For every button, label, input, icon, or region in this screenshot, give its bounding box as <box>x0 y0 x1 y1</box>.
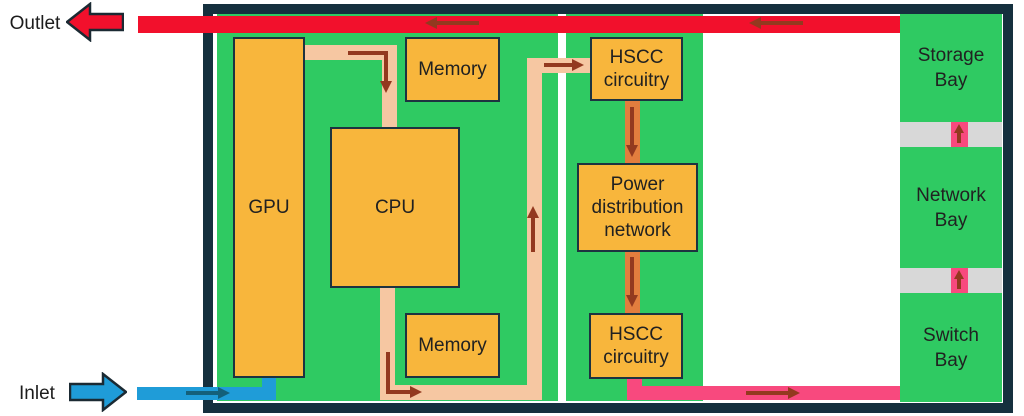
inlet-block-arrow-icon <box>69 372 127 412</box>
outlet-label: Outlet <box>9 13 61 34</box>
cpu-box: CPU <box>330 127 460 288</box>
arrow-down-icon <box>626 295 638 307</box>
arrow-down-icon <box>626 145 638 157</box>
gpu-label: GPU <box>248 197 290 218</box>
arrow-shaft <box>384 51 388 83</box>
storage-bay-label: Storage Bay <box>917 45 985 91</box>
arrow-shaft <box>386 352 390 392</box>
arrow-shaft <box>957 277 961 289</box>
arrow-down-icon <box>380 81 392 93</box>
arrow-shaft <box>348 51 388 55</box>
inlet-label: Inlet <box>19 383 55 404</box>
arrow-shaft <box>957 131 961 143</box>
arrow-right-icon <box>410 386 422 398</box>
arrow-shaft <box>761 21 803 25</box>
arrow-shaft <box>531 217 535 252</box>
arrow-shaft <box>544 63 574 67</box>
inlet-cold-pipe-stub <box>262 378 276 400</box>
gpu-box: GPU <box>233 37 305 378</box>
arrow-right-icon <box>572 59 584 71</box>
arrow-shaft <box>186 391 220 395</box>
hscc-bottom-label: HSCC circuitry <box>603 324 669 368</box>
arrow-shaft <box>630 257 634 297</box>
bay-column-panel <box>900 14 1002 402</box>
arrow-right-icon <box>218 387 230 399</box>
arrow-shaft <box>746 391 790 395</box>
arrow-shaft <box>386 390 412 394</box>
arrow-up-icon <box>954 270 964 279</box>
outlet-hot-pipe <box>138 16 900 33</box>
arrow-up-icon <box>954 124 964 133</box>
memory-bottom-box: Memory <box>405 313 500 378</box>
arrow-shaft <box>630 107 634 147</box>
arrow-left-icon <box>425 17 437 29</box>
network-bay: Network Bay <box>900 147 1002 268</box>
network-bay-label: Network Bay <box>916 184 986 231</box>
hscc-circuitry-top-box: HSCC circuitry <box>590 37 683 101</box>
hscc-circuitry-bottom-box: HSCC circuitry <box>589 313 683 379</box>
hscc-top-label: HSCC circuitry <box>603 47 670 91</box>
power-distribution-network-box: Power distribution network <box>577 163 698 252</box>
arrow-left-icon <box>749 17 761 29</box>
storage-bay: Storage Bay <box>900 14 1002 122</box>
switch-bay: Switch Bay <box>900 293 1002 402</box>
arrow-shaft <box>437 21 479 25</box>
cpu-label: CPU <box>374 197 416 218</box>
outlet-block-arrow-icon <box>66 2 124 42</box>
memory-bottom-label: Memory <box>418 335 487 356</box>
pipe-cpu-down <box>380 288 395 400</box>
memory-top-label: Memory <box>418 59 487 80</box>
power-label: Power distribution network <box>591 174 684 241</box>
switch-bay-label: Switch Bay <box>923 324 979 371</box>
arrow-up-icon <box>527 206 539 218</box>
arrow-right-icon <box>788 387 800 399</box>
memory-top-box: Memory <box>405 37 500 102</box>
